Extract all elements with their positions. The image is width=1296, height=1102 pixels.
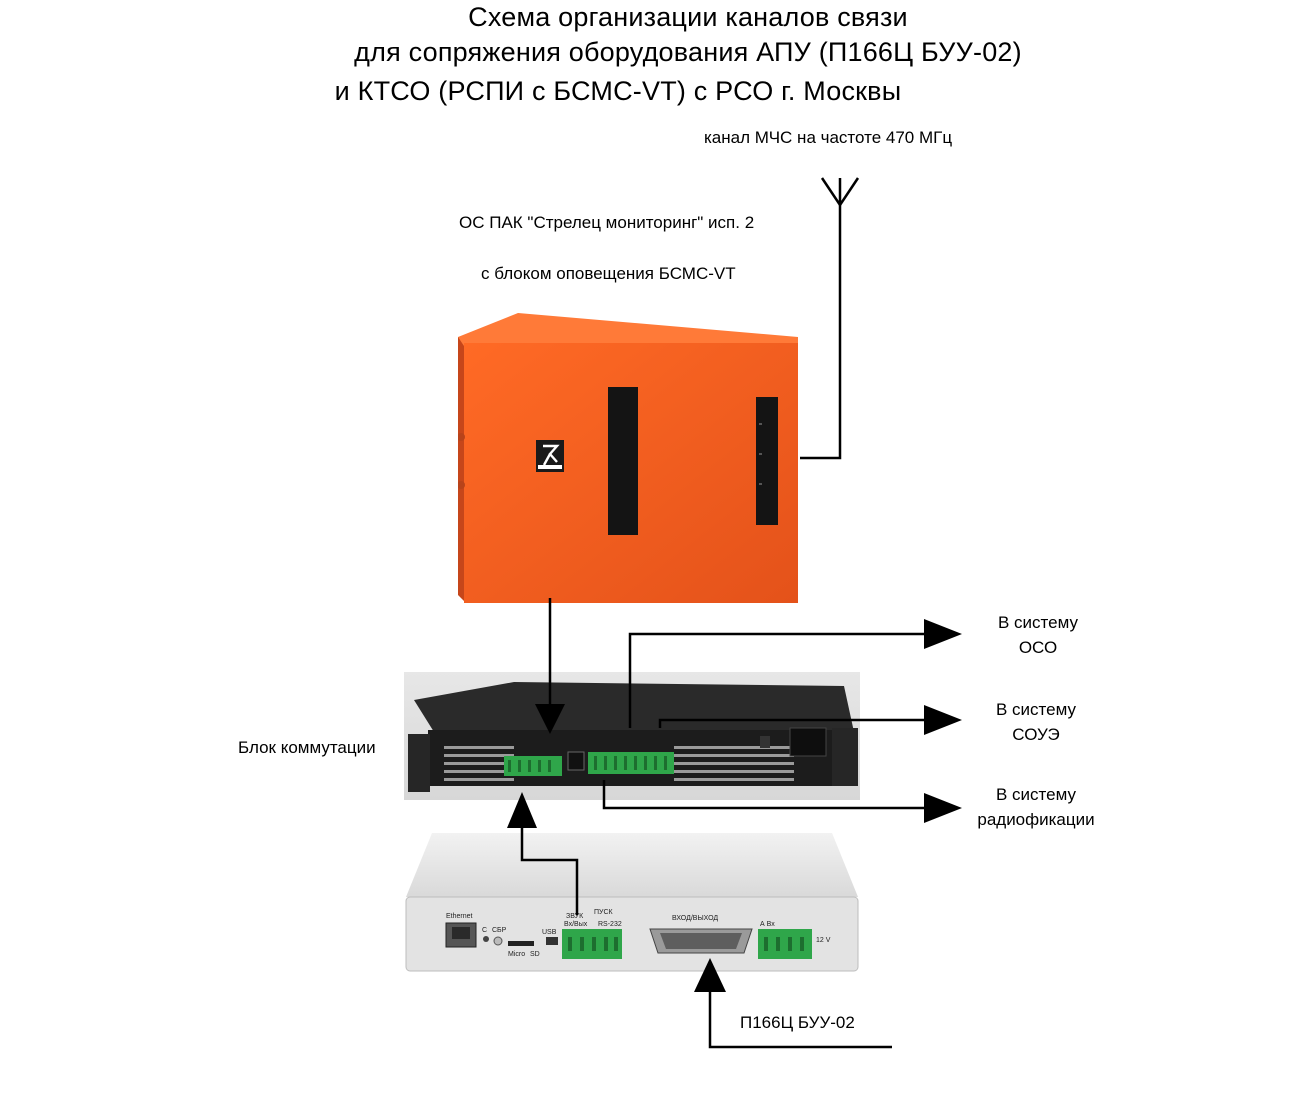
power-socket-icon xyxy=(789,727,827,757)
label-usb: USB xyxy=(542,929,557,936)
label-zvuk: ЗВУК xyxy=(566,913,584,920)
enclosure-top xyxy=(458,313,798,349)
microsd-slot-icon xyxy=(508,941,534,946)
output-radio-line1: В систему xyxy=(996,785,1076,804)
antenna-line xyxy=(800,205,842,460)
switch-terminal-right xyxy=(588,752,674,774)
label-a-b: А Вх xyxy=(760,921,775,928)
oso-line xyxy=(628,632,928,728)
output-soue-line2: СОУЭ xyxy=(1012,725,1060,744)
label-c: С xyxy=(482,927,488,934)
channel-label: канал МЧС на частоте 470 МГц xyxy=(704,128,953,147)
label-12v: 12 V xyxy=(816,937,831,944)
label-sbr: СБР xyxy=(492,927,507,934)
enclosure-window-left xyxy=(608,387,638,535)
buu-top xyxy=(406,833,858,897)
label-ethernet: Ethernet xyxy=(446,913,473,920)
buu-front xyxy=(405,896,859,972)
arrow-up-buu xyxy=(694,958,726,992)
buu-to-switch-line xyxy=(520,826,579,915)
usb-port-icon xyxy=(546,937,558,945)
label-rs232: RS-232 xyxy=(598,921,622,928)
output-oso-line2: ОСО xyxy=(1018,638,1058,657)
label-vx-vyx: Вх/Вых xyxy=(564,921,588,928)
buu-device-photo: Ethernet С СБР Micro SD USB ЗВУК ПУСК Вх… xyxy=(402,833,860,975)
output-soue-label: В систему СОУЭ xyxy=(966,697,1106,747)
output-soue-line1: В систему xyxy=(996,700,1076,719)
output-radio-label: В систему радиофикации xyxy=(966,782,1106,832)
enclosure-window-right xyxy=(756,397,778,525)
label-micro: Micro xyxy=(508,951,526,958)
arrow-down-switch xyxy=(535,704,565,734)
arrow-soue xyxy=(924,705,962,735)
diagram-title-line-2: для сопряжения оборудования АПУ (П166Ц Б… xyxy=(354,37,1022,67)
label-sd: SD xyxy=(530,951,540,958)
switch-block-label: Блок коммутации xyxy=(238,738,376,757)
output-oso-line1: В систему xyxy=(998,613,1078,632)
arrow-up-switch xyxy=(507,792,537,828)
bsms-label: с блоком оповещения БСМС-VT xyxy=(481,264,736,283)
antenna-icon xyxy=(820,177,860,208)
strelets-logo-icon xyxy=(536,440,564,472)
rack-ear-right xyxy=(832,728,858,786)
output-oso-label: В систему ОСО xyxy=(968,610,1108,660)
os-pak-label: ОС ПАК "Стрелец мониторинг" исп. 2 xyxy=(459,213,755,232)
diagram-title-line-1: Схема организации каналов связи xyxy=(468,2,908,32)
power-switch-icon xyxy=(760,736,770,748)
soue-line xyxy=(658,718,928,728)
buu-input-line xyxy=(708,990,892,1049)
radio-line xyxy=(602,780,928,810)
label-pusk: ПУСК xyxy=(594,909,613,916)
output-radio-line2: радиофикации xyxy=(977,810,1095,829)
os-pak-enclosure xyxy=(458,313,798,603)
diagram-title-line-3: и КТСО (РСПИ с БСМС-VT) с РСО г. Москвы xyxy=(334,76,902,106)
label-vhod-vyhod: ВХОД/ВЫХОД xyxy=(672,915,719,922)
rack-ear-left xyxy=(408,734,430,792)
buu-label: П166Ц БУУ-02 xyxy=(740,1013,855,1032)
arrow-oso xyxy=(924,619,962,649)
arrow-radio xyxy=(924,793,962,823)
